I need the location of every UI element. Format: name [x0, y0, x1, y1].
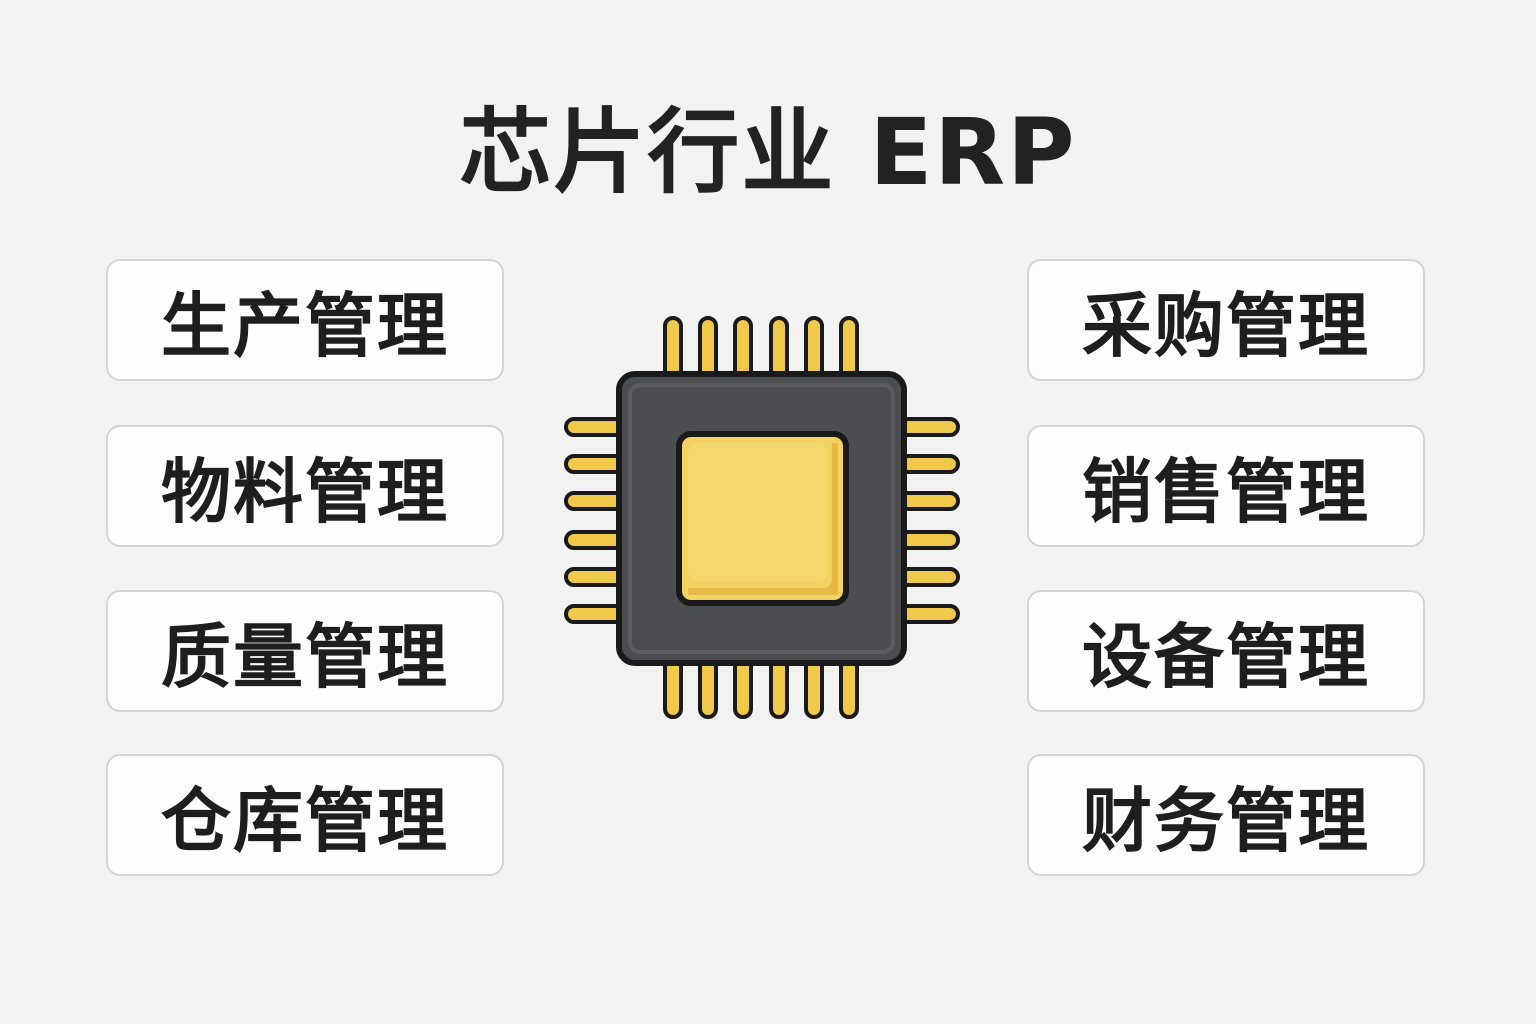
- chip-icon: [564, 316, 960, 719]
- page-title: 芯片行业 ERP: [459, 99, 1077, 206]
- module-equipment[interactable]: 设备管理: [1027, 590, 1425, 712]
- module-production[interactable]: 生产管理: [106, 259, 504, 381]
- module-quality[interactable]: 质量管理: [106, 590, 504, 712]
- module-sales[interactable]: 销售管理: [1027, 425, 1425, 547]
- module-purchasing[interactable]: 采购管理: [1027, 259, 1425, 381]
- module-material[interactable]: 物料管理: [106, 425, 504, 547]
- module-warehouse[interactable]: 仓库管理: [106, 754, 504, 876]
- module-finance[interactable]: 财务管理: [1027, 754, 1425, 876]
